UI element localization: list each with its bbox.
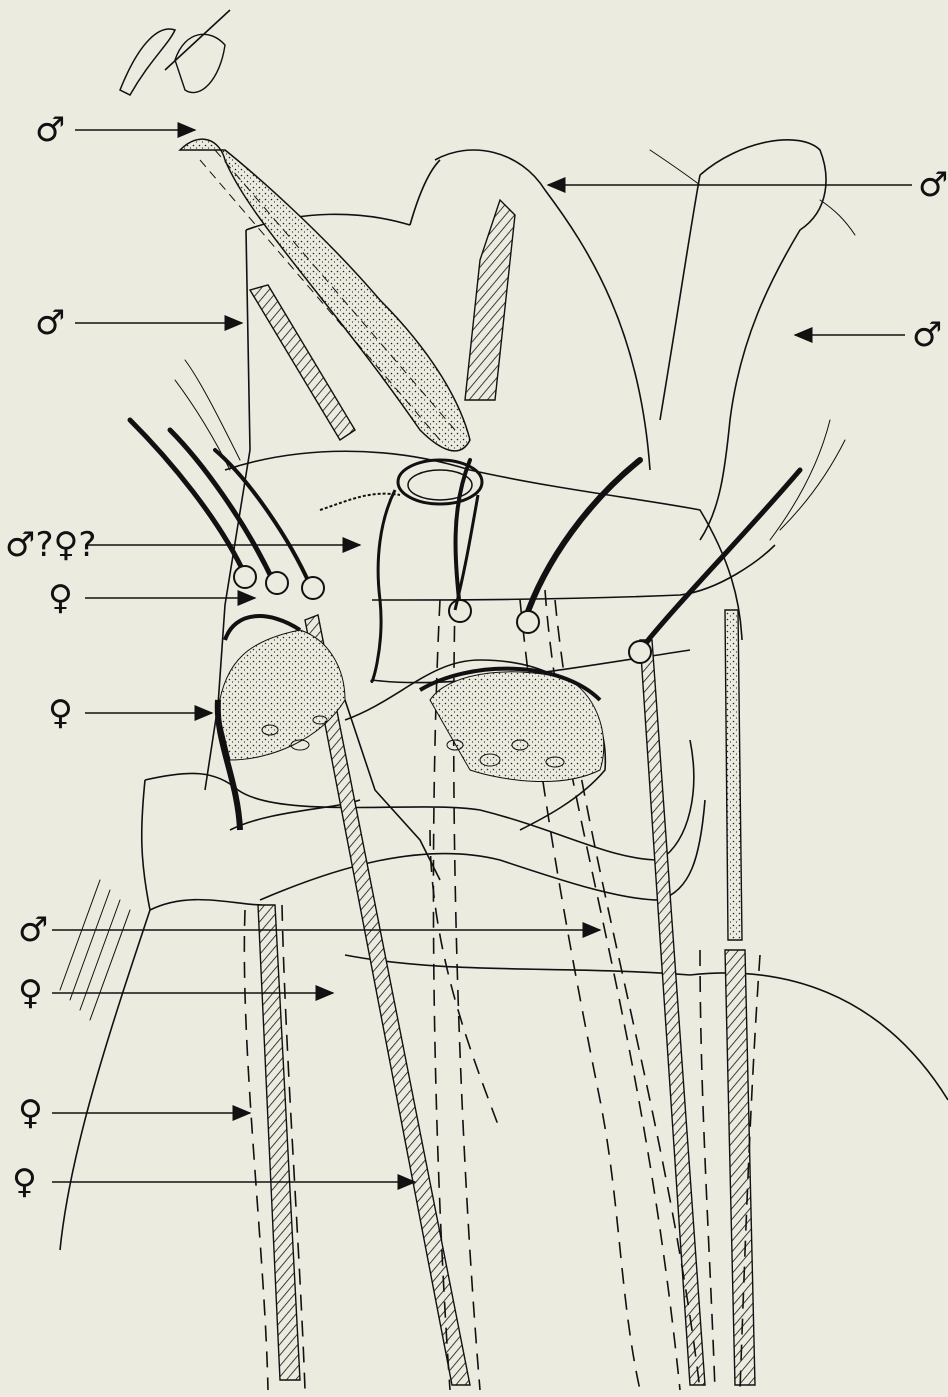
label-male-2: ♂ — [918, 165, 948, 205]
label-female-5: ♀ — [12, 1162, 37, 1202]
label-female-4: ♀ — [18, 1093, 43, 1133]
aedeagus — [120, 10, 470, 451]
label-female-3: ♀ — [18, 973, 43, 1013]
sex-labels: ♂ ♂ ♂ ♂ ♂?♀? ♀ ♀ ♂ ♀ ♀ ♀ — [5, 110, 948, 1202]
label-male-3: ♂ — [35, 303, 65, 343]
hatched-ducts — [250, 200, 755, 1385]
label-female-1: ♀ — [48, 578, 73, 618]
label-female-2: ♀ — [48, 693, 73, 733]
label-male-1: ♂ — [35, 110, 65, 150]
label-male-4: ♂ — [912, 315, 942, 355]
label-male-5: ♂ — [18, 910, 48, 950]
label-male-female-uncertain: ♂?♀? — [5, 525, 96, 565]
shield-sclerites — [218, 616, 604, 830]
